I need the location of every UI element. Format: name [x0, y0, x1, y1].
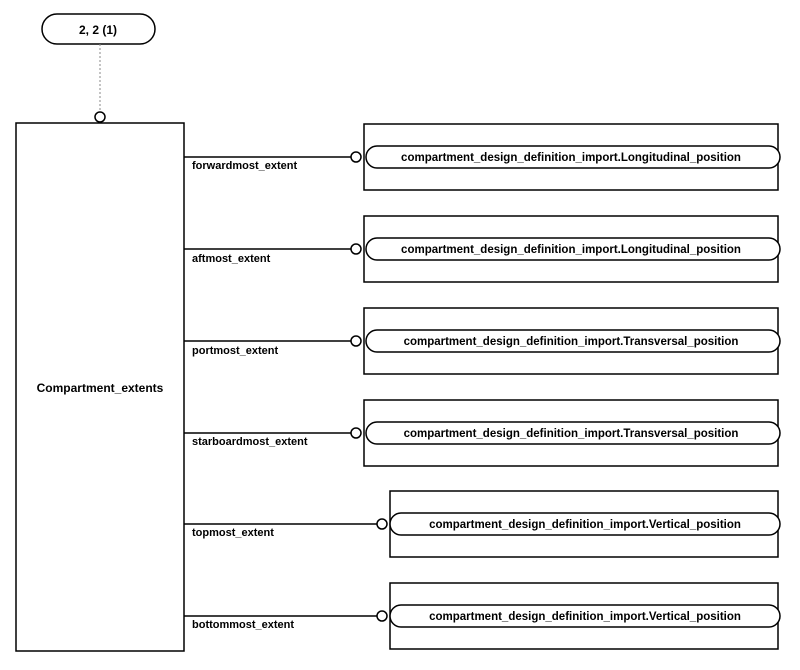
attribute-type-label: compartment_design_definition_import.Ver… [429, 519, 741, 531]
attribute-row: forwardmost_extent compartment_design_de… [184, 123, 781, 191]
entity-box: Compartment_extents [15, 122, 185, 652]
attribute-type-label: compartment_design_definition_import.Tra… [404, 336, 739, 348]
attribute-row: aftmost_extent compartment_design_defini… [184, 215, 781, 283]
attribute-type-label: compartment_design_definition_import.Lon… [401, 152, 741, 164]
attribute-role-label: starboardmost_extent [192, 436, 308, 448]
attribute-role-label: aftmost_extent [192, 253, 271, 265]
attribute-role-label: bottommost_extent [192, 619, 294, 631]
attribute-row: bottommost_extent compartment_design_def… [184, 582, 781, 650]
entity-name: Compartment_extents [37, 381, 164, 395]
attribute-row: starboardmost_extent compartment_design_… [184, 399, 781, 467]
page-reference: 2, 2 (1) [41, 13, 156, 45]
attribute-type-label: compartment_design_definition_import.Ver… [429, 611, 741, 623]
page-reference-label: 2, 2 (1) [79, 23, 117, 37]
attribute-role-label: forwardmost_extent [192, 160, 297, 172]
attribute-type-label: compartment_design_definition_import.Lon… [401, 244, 741, 256]
attribute-row: topmost_extent compartment_design_defini… [184, 490, 781, 558]
page-reference-circle [94, 111, 106, 123]
attribute-role-label: portmost_extent [192, 345, 279, 357]
attribute-role-label: topmost_extent [192, 527, 274, 539]
attribute-type-label: compartment_design_definition_import.Tra… [404, 428, 739, 440]
attribute-row: portmost_extent compartment_design_defin… [184, 307, 781, 375]
